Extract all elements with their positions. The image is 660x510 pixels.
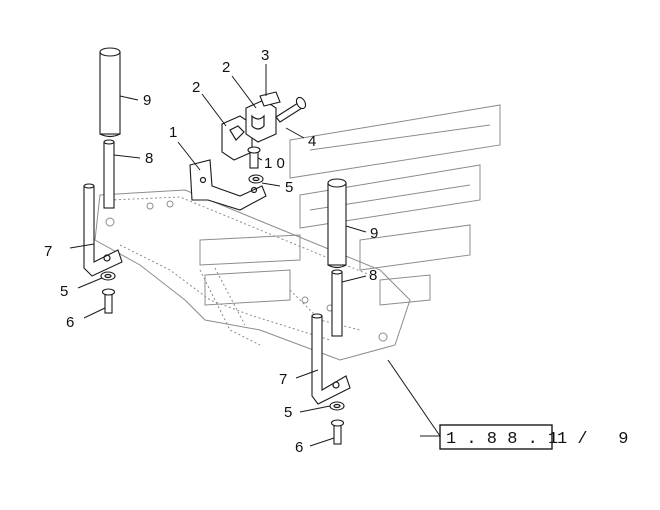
callout-3: 3 xyxy=(261,47,269,64)
callout-5-top: 5 xyxy=(285,179,293,196)
pin-8-left xyxy=(103,139,115,209)
reference-box: 1 . 8 8 . 1 1 / 9 xyxy=(420,424,628,450)
callout-5-right: 5 xyxy=(284,404,292,421)
callout-6-left: 6 xyxy=(66,314,74,331)
callout-9-right: 9 xyxy=(370,225,378,242)
callout-7-right: 7 xyxy=(279,371,287,388)
callout-7-left: 7 xyxy=(44,243,52,260)
washer-5-right xyxy=(329,401,345,411)
bracket-7-right xyxy=(311,313,351,405)
callout-9-left: 9 xyxy=(143,92,151,109)
strap-3 xyxy=(259,91,281,107)
reference-page: 1 / 9 xyxy=(557,430,628,449)
chassis-outline xyxy=(94,189,411,361)
bracket-1 xyxy=(189,159,267,211)
callout-4: 4 xyxy=(308,133,316,150)
callout-8-left: 8 xyxy=(145,150,153,167)
callout-2-lower: 2 xyxy=(192,79,200,96)
nut-5-top xyxy=(248,174,264,184)
tube-9-left xyxy=(99,47,121,138)
bolt-6-left xyxy=(101,288,116,314)
callout-labels: 9 8 7 5 6 1 2 2 3 4 1 0 5 9 8 7 5 6 xyxy=(44,47,378,456)
right-assembly xyxy=(311,178,351,445)
reference-code: 1 . 8 8 . 1 xyxy=(446,430,558,449)
tube-9-right xyxy=(327,178,347,269)
callout-8-right: 8 xyxy=(369,267,377,284)
screw-4 xyxy=(275,96,307,123)
pin-8-right xyxy=(331,269,343,337)
bolt-6-right xyxy=(330,419,345,445)
center-bracket-assembly xyxy=(189,91,307,211)
callout-1: 1 xyxy=(169,124,177,141)
callout-6-right: 6 xyxy=(295,439,303,456)
left-assembly xyxy=(83,47,123,314)
clamp-2-upper xyxy=(245,99,277,143)
washer-5-left xyxy=(100,271,116,281)
callout-5-left: 5 xyxy=(60,283,68,300)
callout-10: 1 0 xyxy=(264,155,285,172)
leader-lines xyxy=(69,64,441,447)
bracket-7-left xyxy=(83,183,123,277)
bolt-10 xyxy=(247,146,261,169)
callout-2-upper: 2 xyxy=(222,59,230,76)
